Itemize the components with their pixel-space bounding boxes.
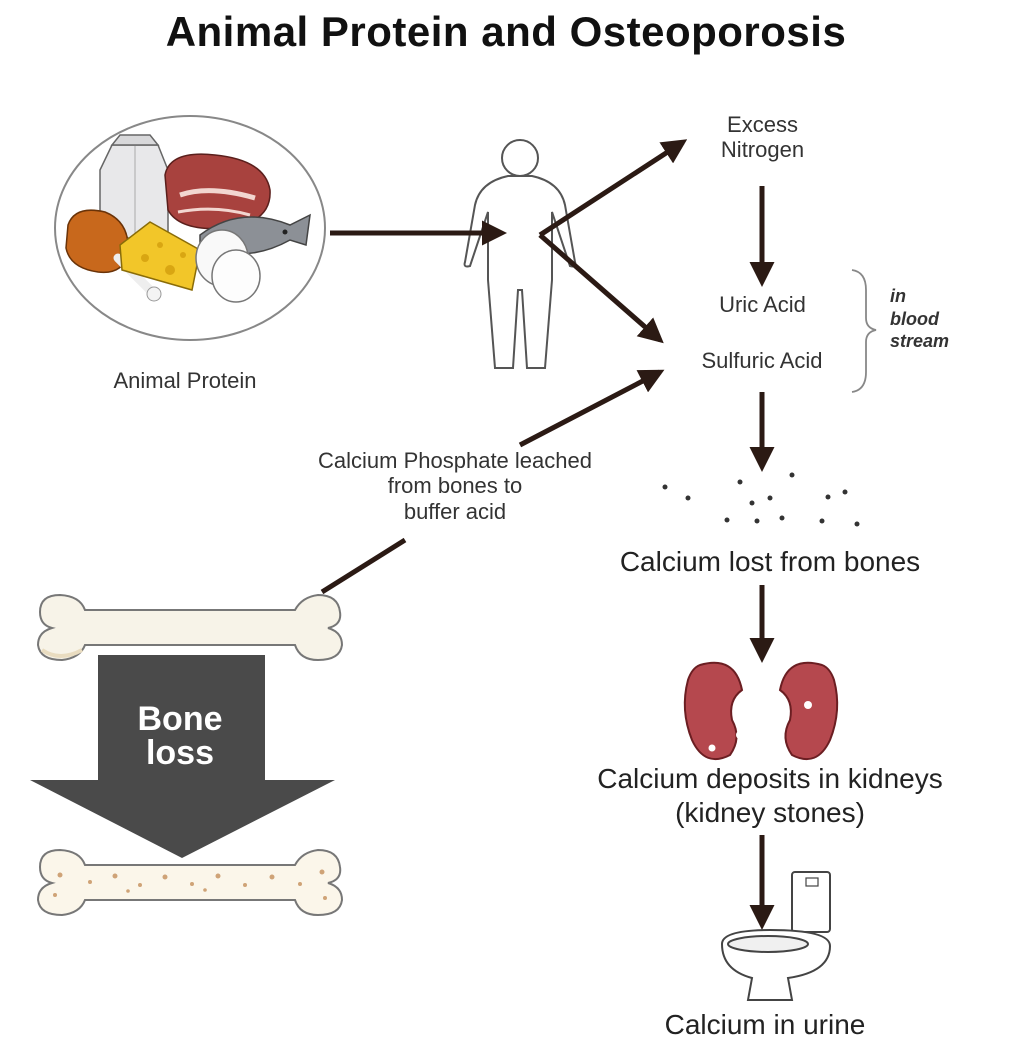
cheese-icon bbox=[119, 221, 201, 291]
toilet-icon bbox=[720, 871, 832, 1001]
bone-loss-line2: loss bbox=[145, 734, 215, 772]
kidney-deposits-label: Calcium deposits in kidneys (kidney ston… bbox=[555, 762, 985, 829]
connector-bone-to-phosphate bbox=[320, 537, 407, 595]
calcium-phosphate-line1: Calcium Phosphate leached bbox=[318, 448, 592, 473]
healthy-bone-icon bbox=[36, 593, 344, 662]
calcium-phosphate-line3: buffer acid bbox=[403, 498, 507, 524]
kidneys-icon bbox=[683, 661, 839, 760]
excess-nitrogen-label: Excess Nitrogen bbox=[680, 112, 845, 163]
animal-protein-label: Animal Protein bbox=[113, 368, 257, 393]
arrow-phosphate-to-acids bbox=[518, 369, 665, 448]
blood-stream-line3: stream bbox=[890, 331, 950, 351]
uric-acid-label: Uric Acid bbox=[719, 292, 806, 317]
calcium-phosphate-label: Calcium Phosphate leached from bones to … bbox=[270, 448, 640, 524]
weakened-bone-icon bbox=[36, 848, 344, 917]
blood-stream-brace bbox=[851, 269, 877, 393]
sulfuric-acid-label: Sulfuric Acid bbox=[701, 348, 823, 373]
bone-loss-label: Bone loss bbox=[100, 702, 260, 770]
steak-icon bbox=[164, 153, 271, 230]
calcium-lost-label: Calcium lost from bones bbox=[619, 546, 921, 577]
calcium-phosphate-line2: from bones to bbox=[387, 473, 523, 499]
excess-nitrogen-line2: Nitrogen bbox=[720, 137, 805, 163]
eggs-icon bbox=[195, 229, 261, 303]
calcium-particles bbox=[662, 472, 860, 527]
excess-nitrogen-line1: Excess bbox=[727, 112, 798, 137]
flow-arrows bbox=[330, 139, 775, 930]
animal-protein-foods bbox=[54, 115, 326, 341]
bone-loss-line1: Bone bbox=[137, 700, 223, 738]
blood-stream-line1: in bbox=[890, 286, 906, 306]
blood-stream-line2: blood bbox=[890, 308, 939, 329]
bone-loss-arrow bbox=[30, 655, 335, 858]
page-title: Animal Protein and Osteoporosis bbox=[165, 8, 847, 55]
arrow-body-to-nitrogen bbox=[538, 139, 688, 238]
calcium-urine-label: Calcium in urine bbox=[664, 1009, 866, 1040]
kidney-deposits-line2: (kidney stones) bbox=[675, 796, 865, 828]
arrow-body-to-acids bbox=[538, 233, 664, 344]
in-blood-stream-label: in blood stream bbox=[890, 285, 990, 353]
kidney-deposits-line1: Calcium deposits in kidneys bbox=[597, 763, 943, 794]
